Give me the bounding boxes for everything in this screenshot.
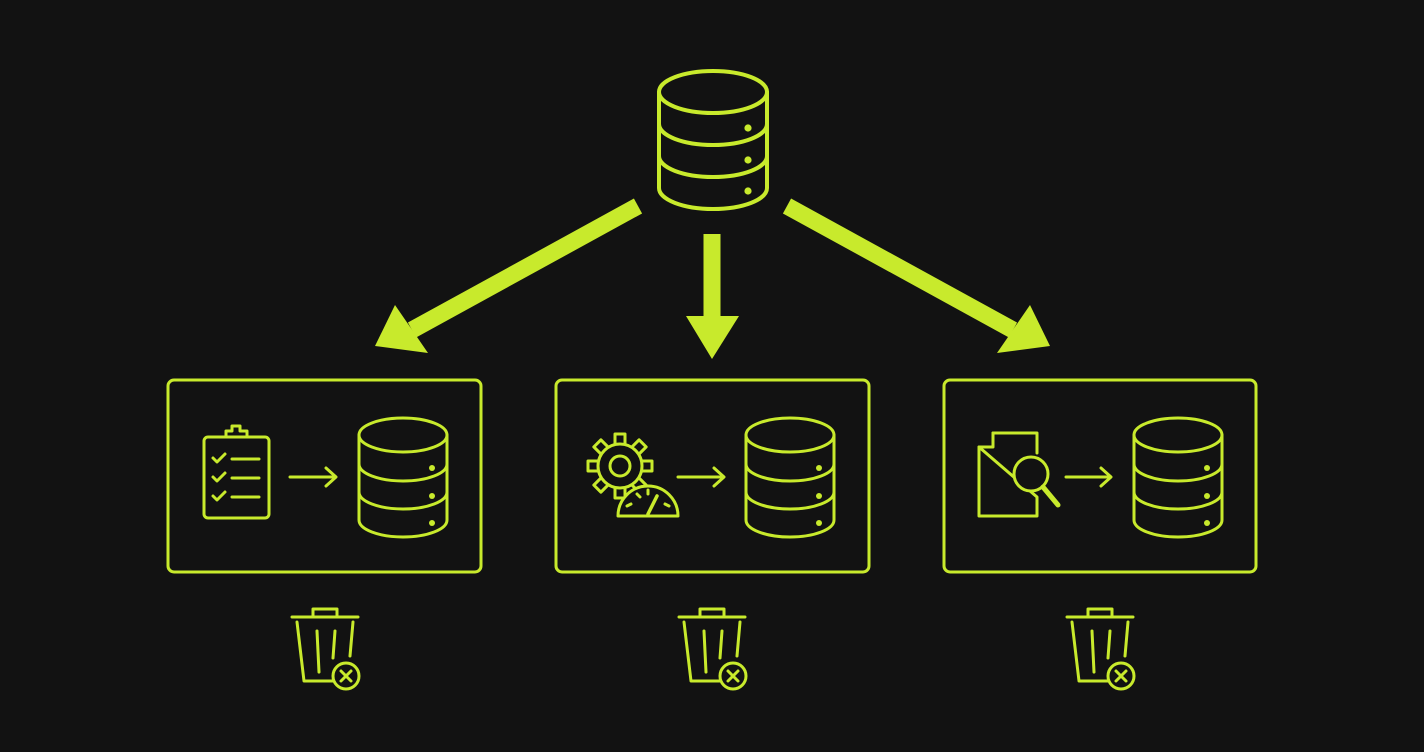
branch-analysis <box>942 378 1258 574</box>
target-database-icon <box>1132 416 1224 539</box>
flow-arrow-icon <box>288 466 338 488</box>
flow-arrow-icon <box>1064 466 1113 488</box>
branch-performance <box>554 378 871 574</box>
target-database-icon <box>357 416 449 539</box>
trash-delete-icon <box>290 607 361 691</box>
clipboard-checklist-icon <box>202 424 271 520</box>
flow-arrow-icon <box>676 466 726 488</box>
target-database-icon <box>744 416 836 539</box>
arrow-left <box>375 198 643 353</box>
arrow-center <box>686 234 739 359</box>
gear-gauge-icon <box>586 432 680 518</box>
branch-box <box>554 378 871 574</box>
document-search-icon <box>977 431 1061 518</box>
source-database-icon <box>657 69 769 211</box>
branch-box <box>166 378 483 574</box>
branch-box <box>942 378 1258 574</box>
trash-delete-icon <box>1065 607 1136 691</box>
trash-delete-icon <box>677 607 748 691</box>
arrow-right <box>782 198 1050 353</box>
branch-checklist <box>166 378 483 574</box>
